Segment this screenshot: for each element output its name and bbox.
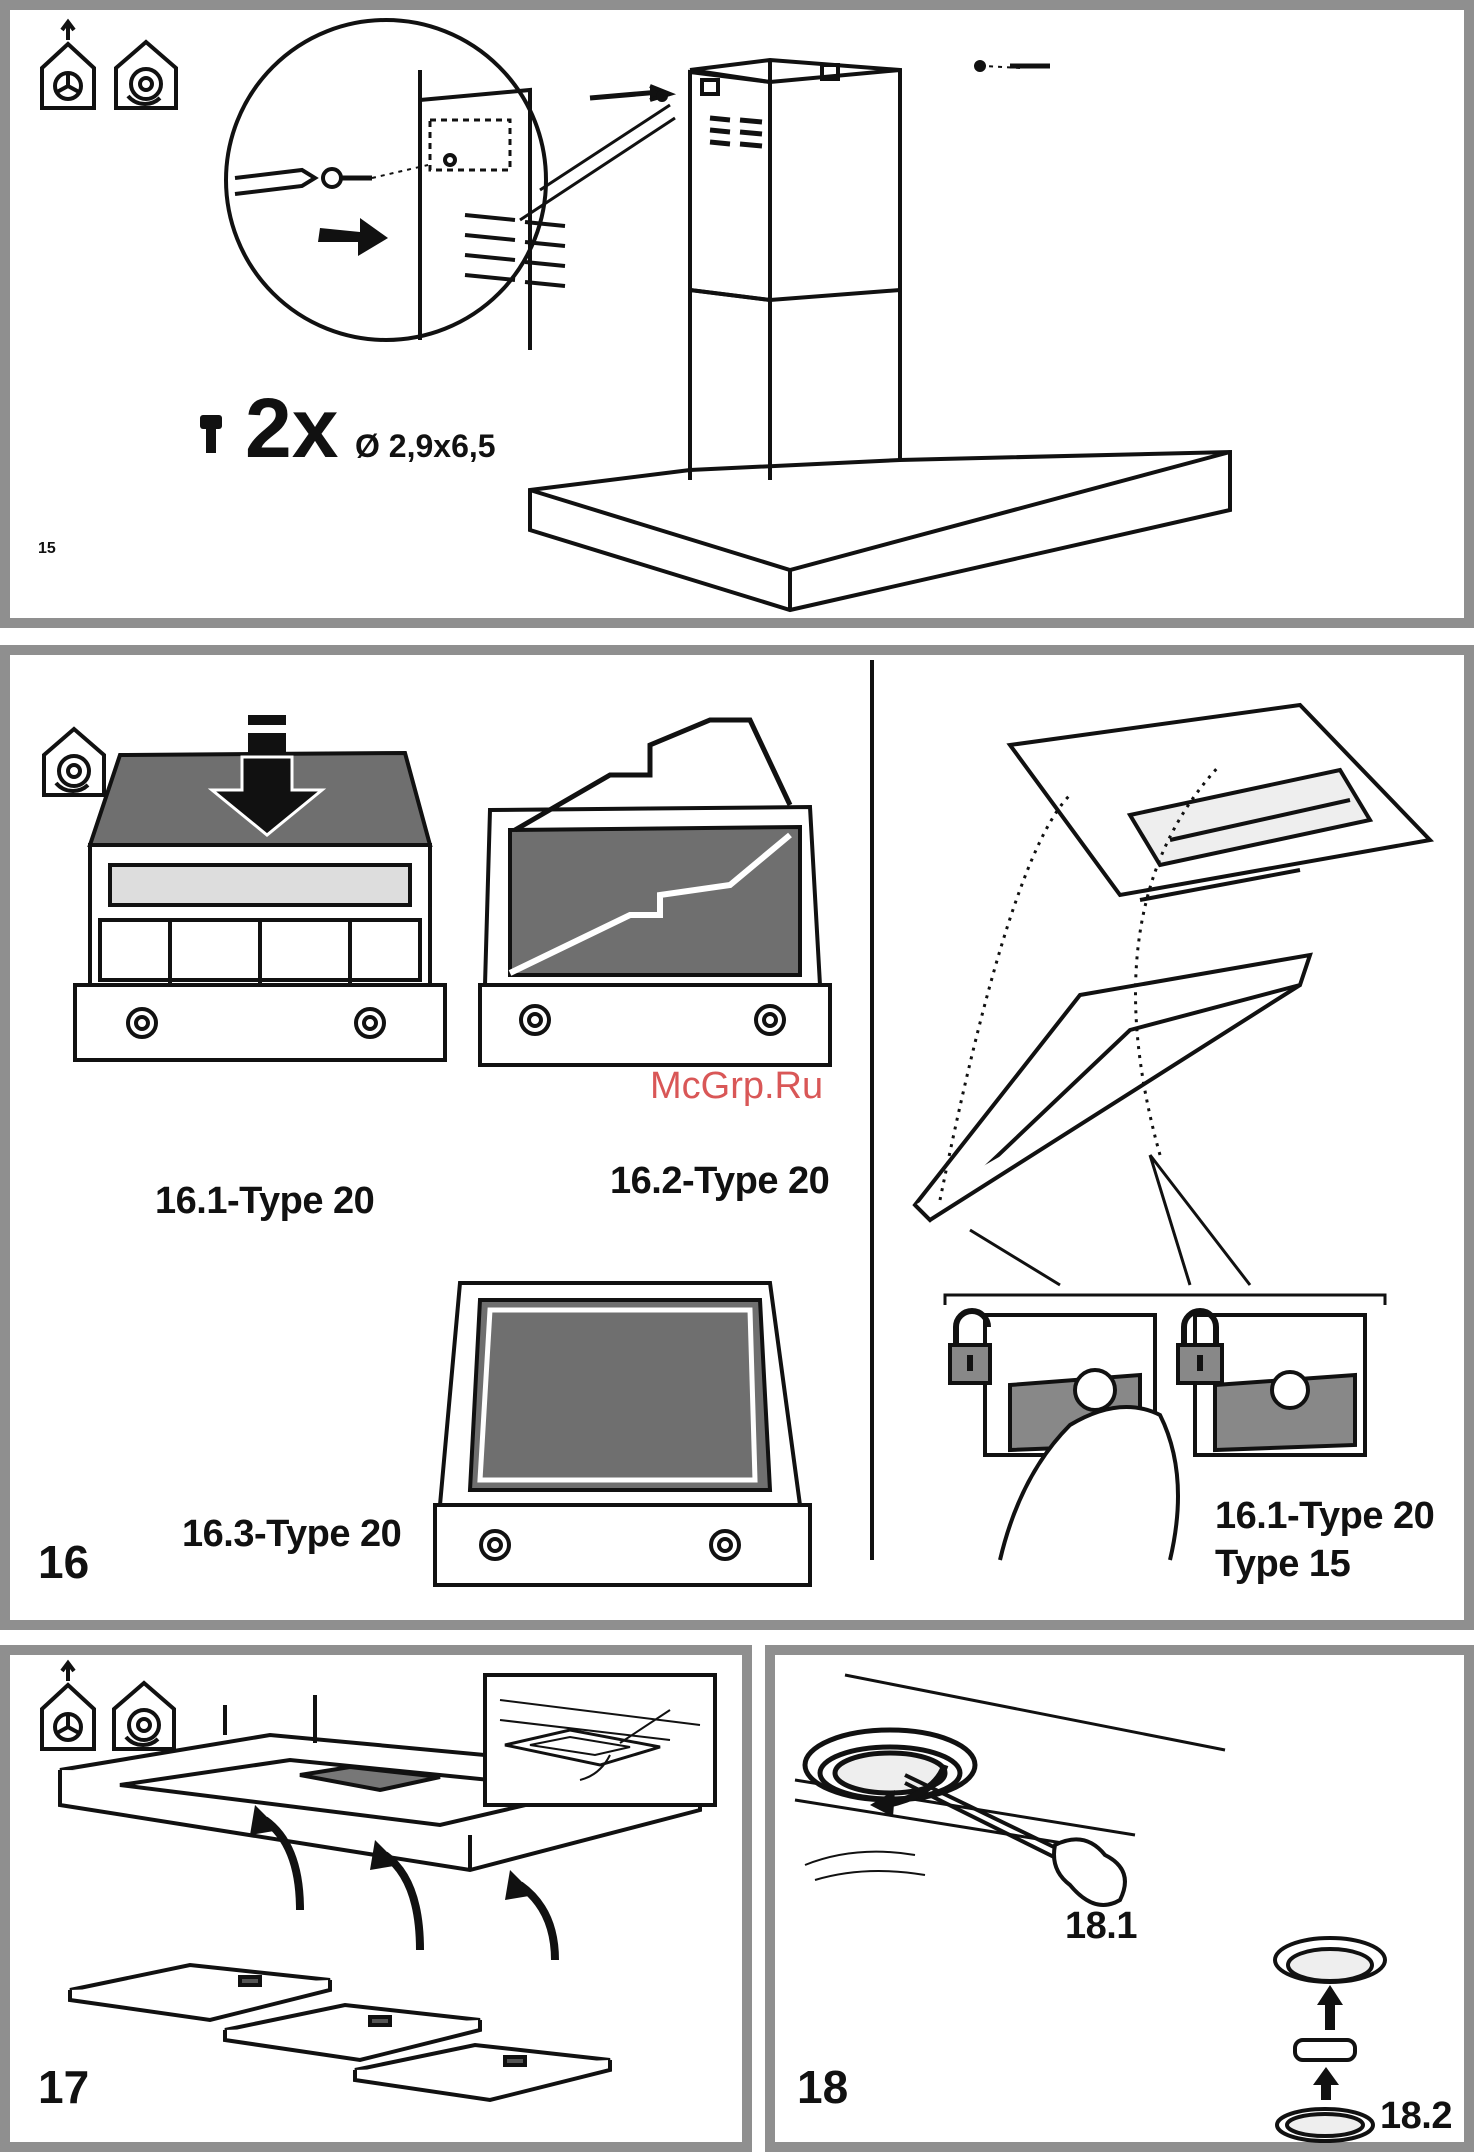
house-extraction-icon [42,22,94,108]
house-recirculation-icon [114,1683,174,1749]
detail-inset [485,1675,715,1805]
caption-right-16-1: 16.1-Type 20 [1215,1495,1434,1538]
hood-underside-panel [1010,705,1430,900]
filter-tray-16-2 [480,720,830,1065]
screw-size: Ø 2,9x6,5 [355,428,496,465]
panel-step-18: 18.1 18.2 18 [765,1645,1474,2152]
filter-tray-16-3 [435,1283,810,1585]
caption-16-1: 16.1-Type 20 [155,1180,374,1223]
screw-count: 2x [245,380,338,477]
house-recirculation-icon [116,42,176,108]
house-recirculation-icon [44,729,104,795]
panel-step-16: McGrp.Ru 16.1-Type 20 16.2-Type 20 16.3-… [0,645,1474,1630]
panel-step-15: 15 2x Ø 2,9x6,5 [0,0,1474,628]
screw-icon [200,415,222,453]
caption-18-2: 18.2 [1380,2095,1452,2138]
chimney-hood-drawing [530,60,1230,610]
step-18-illustration [775,1655,1464,2142]
grease-filters [70,1965,610,2100]
step-15-number: 15 [38,540,56,558]
detail-magnifier [226,20,675,350]
lamp-cover [805,1730,975,1800]
caption-right-type-15: Type 15 [1215,1543,1350,1586]
lamp-assembly [1275,1938,1385,2141]
step-16-illustration [10,655,1464,1620]
watermark: McGrp.Ru [650,1065,823,1108]
step-17-illustration [10,1655,742,2142]
step-15-illustration [10,10,1464,618]
house-extraction-icon [42,1663,94,1749]
step-18-number: 18 [797,2060,848,2114]
caption-16-3: 16.3-Type 20 [182,1513,401,1556]
caption-16-2: 16.2-Type 20 [610,1160,829,1203]
lock-open-icon [950,1311,990,1383]
step-16-number: 16 [38,1535,89,1589]
grease-filter-panel [915,955,1310,1220]
arrow-right-icon [318,218,388,256]
caption-18-1: 18.1 [1065,1905,1137,1948]
step-17-number: 17 [38,2060,89,2114]
panel-step-17: 17 [0,1645,752,2152]
lock-detail-open [985,1315,1178,1560]
